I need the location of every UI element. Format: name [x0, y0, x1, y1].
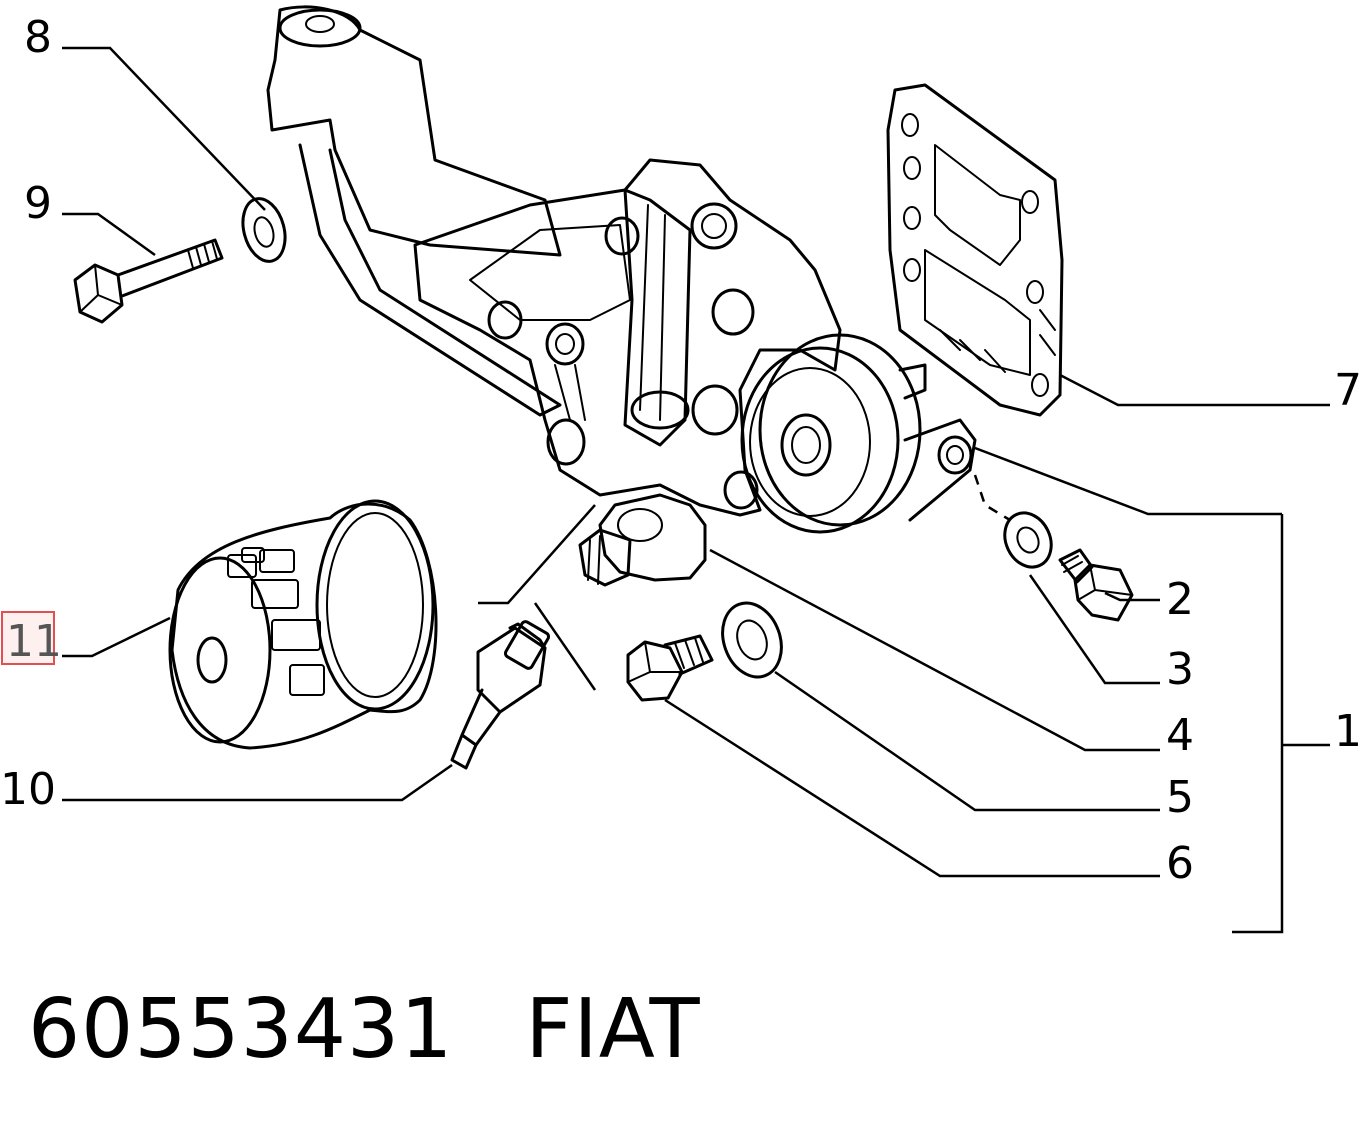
callout-11: 11 — [6, 616, 62, 667]
callout-labels: 8 9 11 10 7 2 3 4 5 6 1 — [0, 12, 1362, 889]
callout-1: 1 — [1334, 706, 1362, 757]
leader-1-bracket — [1232, 514, 1284, 934]
pressure-sensor-illustration — [450, 620, 551, 770]
leader-lines — [62, 46, 1330, 934]
callout-11-highlight — [1, 611, 55, 665]
oil-filter-illustration — [168, 499, 438, 750]
callout-10: 10 — [0, 764, 56, 815]
gasket-illustration — [886, 83, 1064, 417]
drain-plug-illustration — [626, 634, 714, 702]
leader-11 — [62, 616, 171, 658]
callout-7: 7 — [1334, 365, 1362, 416]
leader-2 — [1104, 591, 1160, 602]
leader-8 — [62, 46, 266, 211]
leader-1-top — [974, 446, 1282, 516]
leader-6 — [664, 698, 1160, 878]
washer-illustration — [241, 197, 287, 263]
filter-housing-illustration — [266, 5, 977, 534]
callout-5: 5 — [1166, 772, 1194, 823]
copper-washer-illustration — [721, 601, 783, 679]
plug-illustration — [1058, 548, 1134, 622]
leader-4 — [709, 548, 1160, 752]
part-number: 60553431 — [28, 982, 454, 1077]
leader-7 — [1059, 373, 1330, 407]
union-fitting-illustration — [578, 493, 707, 587]
callout-3: 3 — [1166, 644, 1194, 695]
callout-8: 8 — [24, 12, 52, 63]
callout-9: 9 — [24, 178, 52, 229]
leader-5 — [774, 670, 1160, 812]
leader-group-a — [478, 504, 596, 605]
leader-10 — [62, 763, 453, 802]
part-caption: 60553431 FIAT — [28, 982, 701, 1077]
leader-9 — [62, 212, 156, 257]
callout-4: 4 — [1166, 710, 1194, 761]
leader-3 — [1028, 574, 1160, 685]
sealing-washer-illustration — [1003, 511, 1053, 569]
callout-6: 6 — [1166, 838, 1194, 889]
bolt-illustration — [73, 238, 224, 324]
callout-2: 2 — [1166, 574, 1194, 625]
leader-dash-3 — [973, 474, 1011, 522]
brand-name: FIAT — [525, 982, 701, 1077]
leader-group-b — [533, 602, 597, 691]
